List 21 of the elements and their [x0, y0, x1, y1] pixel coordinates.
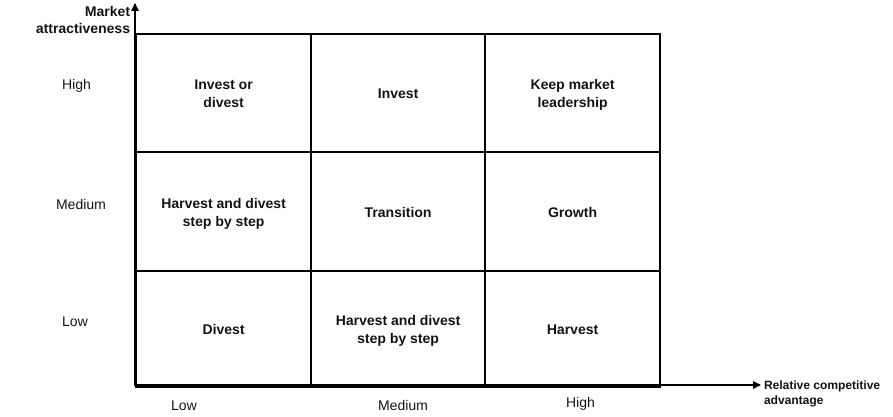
- cell-text: Harvest: [546, 320, 600, 338]
- y-axis-title: Market attractiveness: [34, 3, 130, 37]
- cell-text: Harvest and divest step by step: [160, 194, 287, 230]
- cell-text: Harvest and divest step by step: [334, 311, 462, 347]
- row-label: Low: [62, 313, 88, 330]
- column-label: Medium: [378, 397, 428, 414]
- x-axis-title: Relative competitive advantage: [764, 378, 882, 408]
- row-label: High: [62, 76, 91, 93]
- row-label: Medium: [56, 196, 106, 213]
- cell-text: Transition: [364, 202, 432, 220]
- cell-text: Growth: [547, 202, 598, 220]
- matrix-cell: [135, 33, 312, 153]
- column-label: Low: [171, 397, 197, 414]
- matrix-cell: [135, 270, 312, 388]
- matrix-cell: [484, 270, 661, 388]
- column-label: High: [566, 394, 595, 411]
- cell-text: Divest: [201, 320, 246, 338]
- matrix-cell: [484, 33, 661, 153]
- cell-text: Invest: [376, 84, 420, 102]
- cell-text: Keep market leadership: [529, 75, 616, 111]
- cell-text: Invest or divest: [193, 75, 254, 111]
